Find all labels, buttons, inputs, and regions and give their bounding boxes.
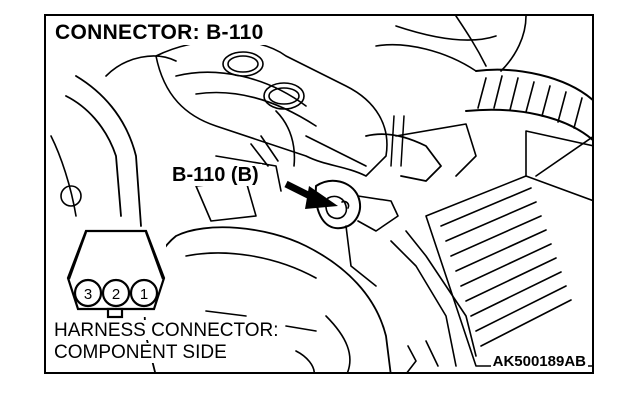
o-ring-1 xyxy=(222,51,264,77)
sensor-body xyxy=(314,179,361,230)
connector-lock-tab xyxy=(106,307,124,319)
pin-3 xyxy=(73,278,103,308)
pin-3-label: 3 xyxy=(84,286,92,303)
figure-code: AK500189AB xyxy=(490,353,588,370)
pin-2 xyxy=(101,278,131,308)
harness-connector-diagram: 3 2 1 xyxy=(66,229,166,319)
pin-2-label: 2 xyxy=(112,286,120,303)
pin-1-label: 1 xyxy=(140,286,148,303)
arrow-head xyxy=(305,186,338,209)
connector-callout-label: B-110 (B) xyxy=(169,164,262,186)
connector-title: CONNECTOR: B-110 xyxy=(53,21,268,45)
air-filter-box xyxy=(425,175,592,367)
caption-line-2: COMPONENT SIDE xyxy=(52,342,229,363)
caption-line-1: HARNESS CONNECTOR: xyxy=(52,320,281,341)
callout-arrow xyxy=(284,180,338,209)
o-ring-2 xyxy=(263,82,305,110)
air-intake-hose xyxy=(475,68,592,101)
diagram-frame: 3 2 1 CONNECTOR: B-110 B-110 (B) HARNESS… xyxy=(44,14,594,374)
pin-1 xyxy=(129,278,159,308)
